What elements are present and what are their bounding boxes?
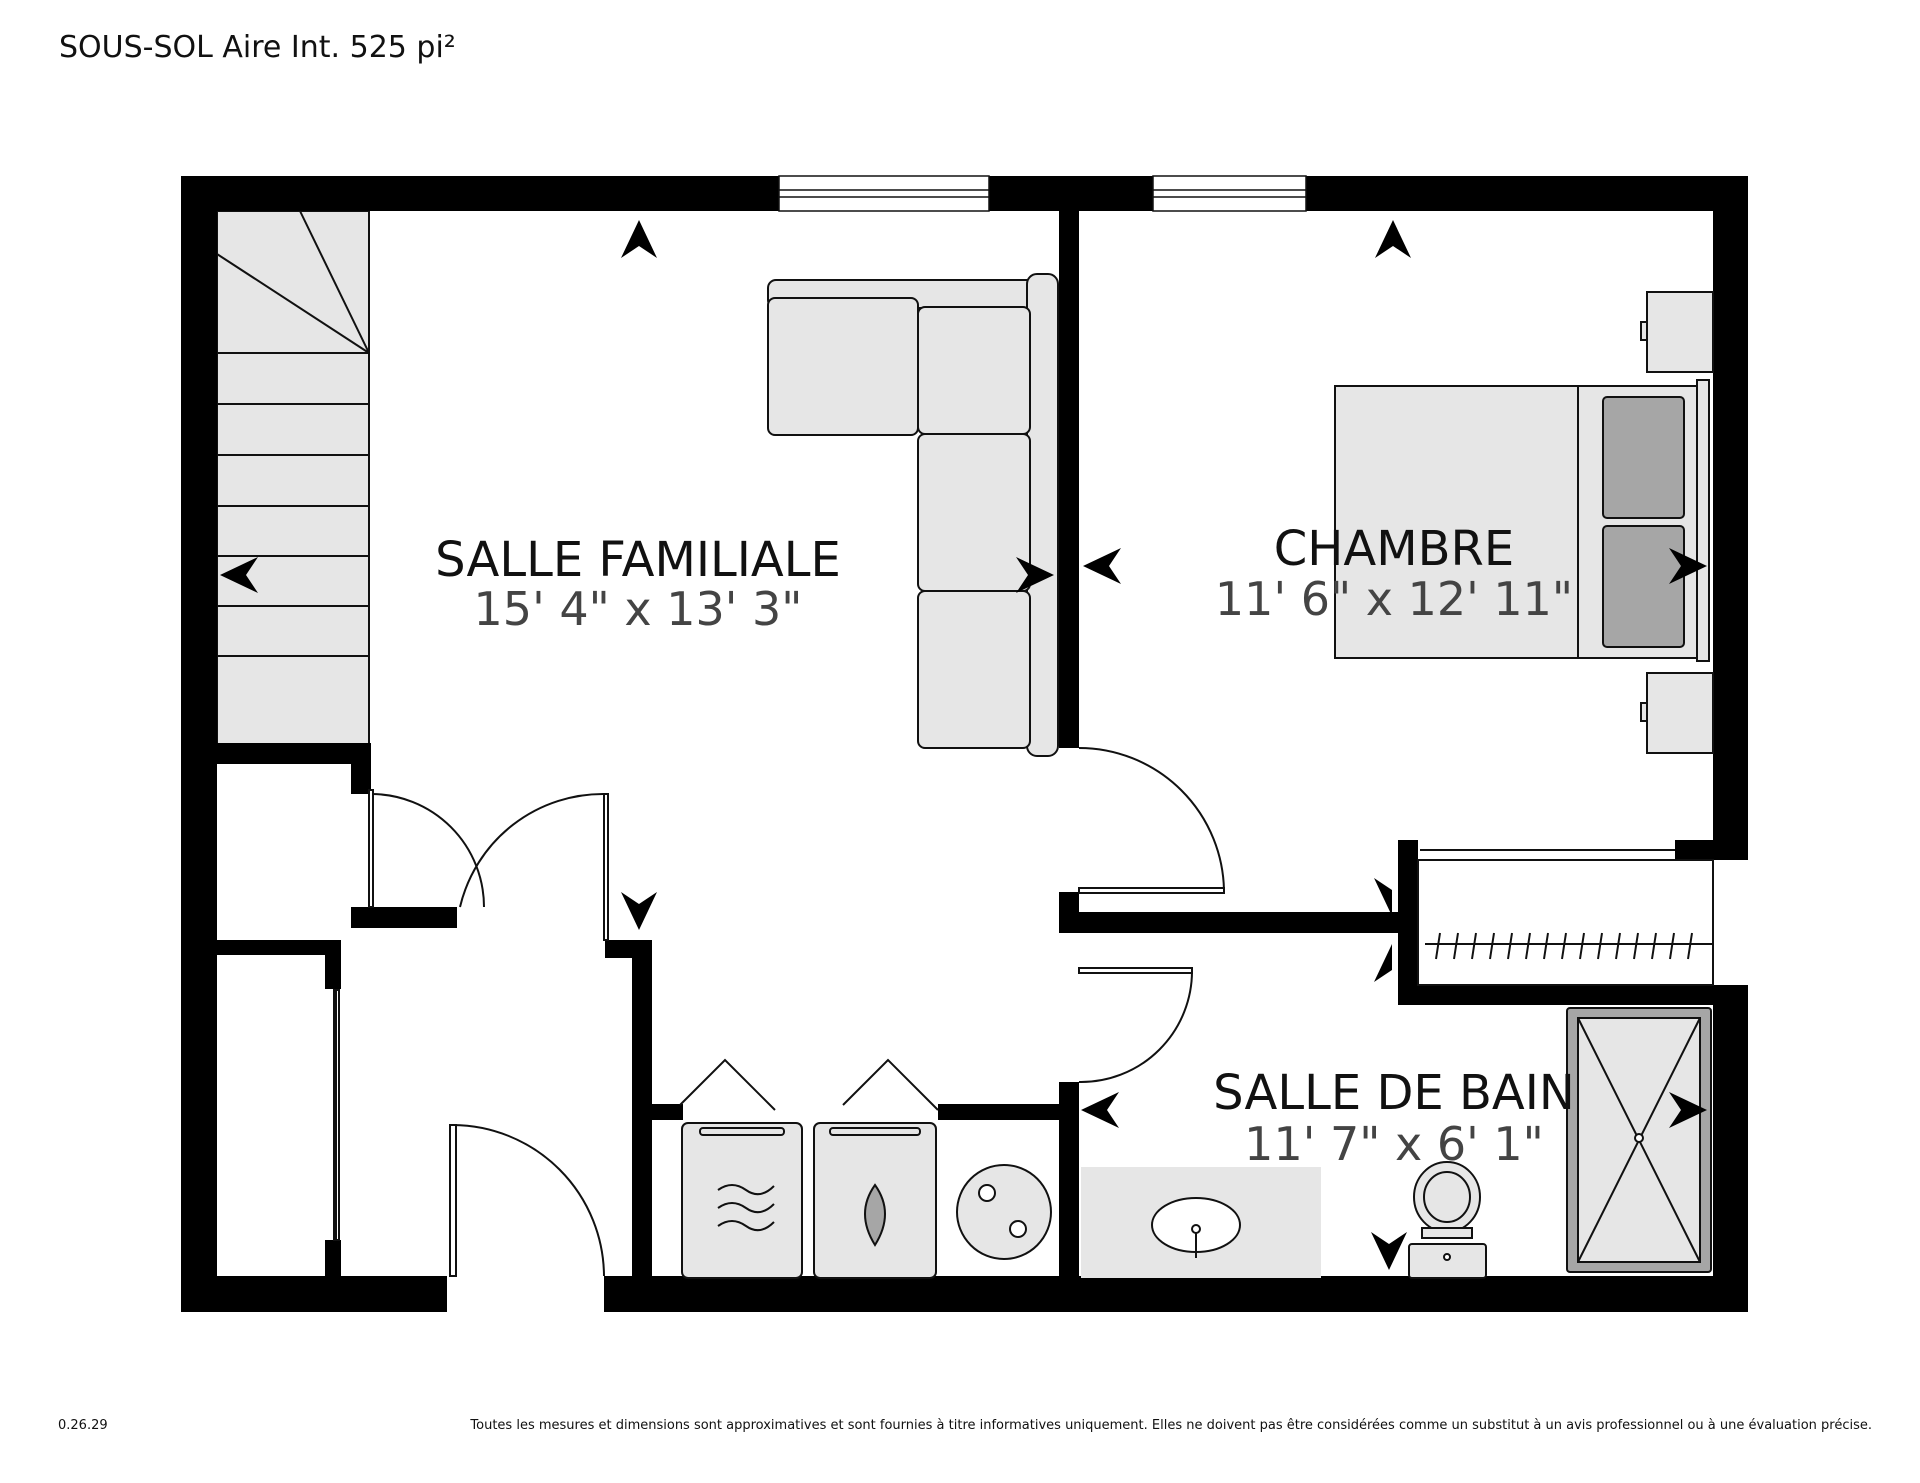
room-dimensions: 11' 7" x 6' 1" bbox=[1244, 1117, 1544, 1171]
window-icon bbox=[778, 175, 1307, 212]
stair-icon bbox=[216, 210, 370, 745]
room-dimensions: 15' 4" x 13' 3" bbox=[474, 582, 803, 636]
room-name: SALLE DE BAIN bbox=[1213, 1065, 1575, 1121]
arrow-icon bbox=[220, 220, 1707, 1270]
sink-icon bbox=[1081, 1167, 1321, 1278]
dryer-icon bbox=[679, 1058, 803, 1279]
plan-title: SOUS-SOL Aire Int. 525 pi² bbox=[59, 30, 456, 65]
shower-icon bbox=[1566, 1007, 1712, 1273]
version-label: 0.26.29 bbox=[58, 1418, 108, 1433]
water-heater-icon bbox=[956, 1164, 1052, 1260]
room-label-salle-familiale: SALLE FAMILIALE 15' 4" x 13' 3" bbox=[435, 532, 841, 636]
sofa-icon bbox=[767, 273, 1059, 757]
room-name: CHAMBRE bbox=[1274, 521, 1514, 577]
toilet-icon bbox=[1408, 1161, 1487, 1279]
bed-icon bbox=[1334, 291, 1714, 754]
room-dimensions: 11' 6" x 12' 11" bbox=[1215, 572, 1573, 626]
closet-icon bbox=[1417, 849, 1714, 986]
washer-icon bbox=[813, 1058, 939, 1279]
room-name: SALLE FAMILIALE bbox=[435, 532, 841, 588]
walls bbox=[181, 176, 1748, 1312]
room-label-salle-de-bain: SALLE DE BAIN 11' 7" x 6' 1" bbox=[1213, 1065, 1575, 1171]
disclaimer-text: Toutes les mesures et dimensions sont ap… bbox=[470, 1418, 1872, 1433]
room-label-chambre: CHAMBRE 11' 6" x 12' 11" bbox=[1215, 521, 1573, 626]
door-swing-icon bbox=[333, 747, 1225, 1277]
